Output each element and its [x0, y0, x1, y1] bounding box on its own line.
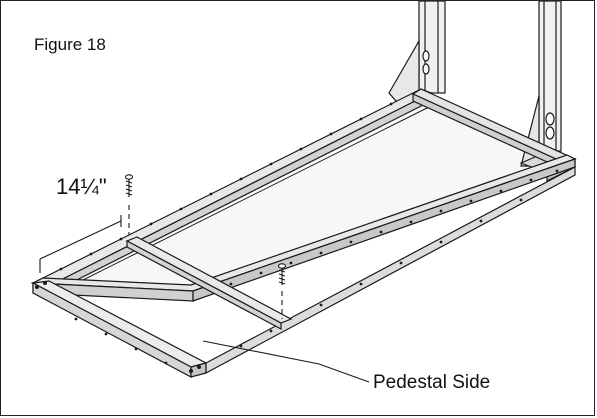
screw-right — [277, 263, 287, 319]
callout-leader — [202, 340, 370, 383]
screw-left — [124, 174, 134, 235]
dimension-line — [39, 215, 122, 273]
dimension-label: 14¼" — [56, 174, 107, 199]
bolt-holes — [35, 102, 559, 373]
pedestal-side-label: Pedestal Side — [373, 372, 491, 393]
end-rail-left — [31, 280, 208, 378]
back-rail-inner-edge — [48, 104, 434, 298]
upright-post-left — [388, 1, 446, 102]
figure-number: Figure 18 — [34, 35, 106, 54]
middle-cross-brace — [125, 236, 293, 330]
floor-panel — [43, 96, 568, 293]
front-rail-bottom — [205, 166, 576, 375]
